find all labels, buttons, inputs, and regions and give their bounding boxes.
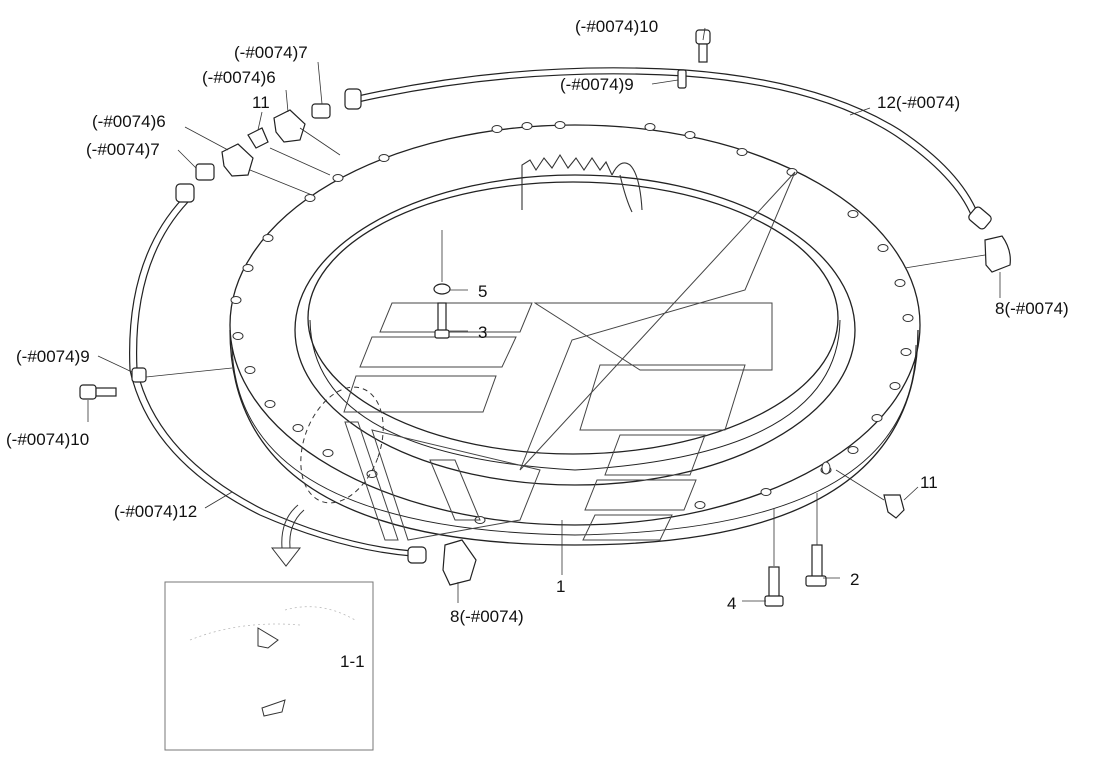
callout-12-right: 12(-#0074) <box>877 93 960 112</box>
callout-9-top: (-#0074)9 <box>560 75 634 94</box>
detail-callout <box>300 386 384 504</box>
callout-9-left: (-#0074)9 <box>16 347 90 366</box>
detail-arrow <box>270 504 305 567</box>
ring-bolt-holes <box>230 121 914 524</box>
callout-2: 2 <box>850 570 859 589</box>
detail-inset <box>164 581 374 751</box>
callout-12-left: (-#0074)12 <box>114 502 197 521</box>
callout-6-left: (-#0074)6 <box>92 112 166 131</box>
callout-8-right: 8(-#0074) <box>995 299 1069 318</box>
grease-hoses <box>129 67 979 557</box>
callout-5: 5 <box>478 282 487 301</box>
callout-1: 1 <box>556 577 565 596</box>
fasteners <box>79 29 827 607</box>
callout-7-top: (-#0074)7 <box>234 43 308 62</box>
fittings <box>175 88 1011 586</box>
callout-10-left: (-#0074)10 <box>6 430 89 449</box>
callout-6-top: (-#0074)6 <box>202 68 276 87</box>
watermark-logo <box>343 171 796 541</box>
slewing-ring <box>229 124 921 546</box>
gear-teeth <box>521 153 643 213</box>
callout-3: 3 <box>478 323 487 342</box>
callout-11-top: 11 <box>252 93 270 112</box>
callout-10-top: (-#0074)10 <box>575 17 658 36</box>
callout-1-1: 1-1 <box>340 652 365 671</box>
callout-labels: (-#0074)10 (-#0074)9 12(-#0074) (-#0074)… <box>6 17 1069 671</box>
callout-8-bottom: 8(-#0074) <box>450 607 524 626</box>
callout-7-left: (-#0074)7 <box>86 140 160 159</box>
callout-4: 4 <box>727 594 736 613</box>
callout-11-right: 11 <box>920 473 938 492</box>
